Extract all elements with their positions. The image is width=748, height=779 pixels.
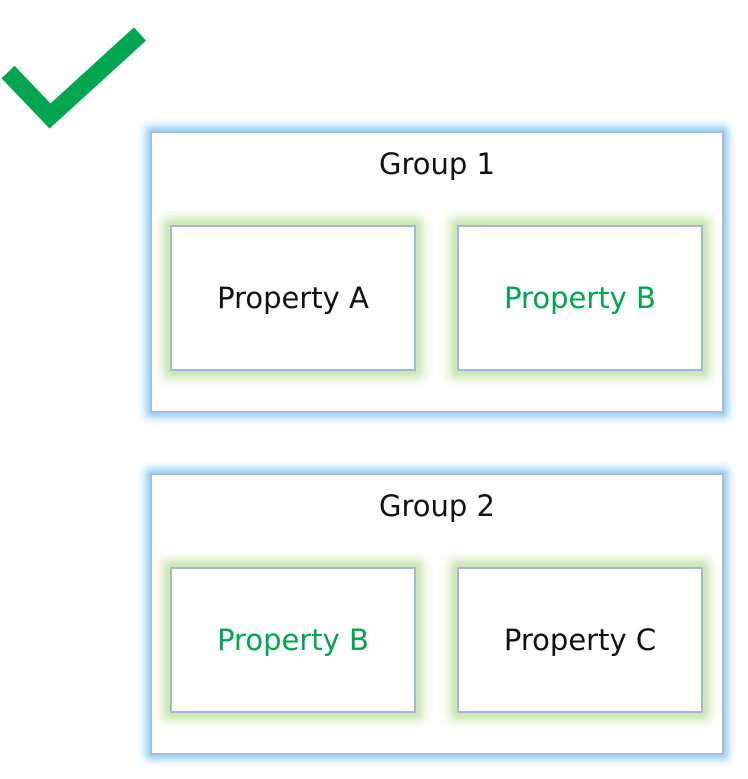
group-2-property-c-label: Property C [503, 623, 657, 657]
group-1-property-a-label: Property A [217, 281, 369, 315]
group-2-property-c-box: Property C [457, 567, 703, 713]
group-2-box: Group 2 Property B Property C [150, 473, 724, 755]
group-2-property-b-label: Property B [217, 623, 369, 657]
group-1-box: Group 1 Property A Property B [150, 131, 724, 413]
checkmark-icon [1, 27, 147, 129]
group-1-title: Group 1 [379, 147, 495, 181]
group-1-property-b-label: Property B [504, 281, 656, 315]
group-1-property-a-box: Property A [170, 225, 416, 371]
group-2-title: Group 2 [379, 489, 495, 523]
group-1-property-b-box: Property B [457, 225, 703, 371]
group-2-property-b-box: Property B [170, 567, 416, 713]
